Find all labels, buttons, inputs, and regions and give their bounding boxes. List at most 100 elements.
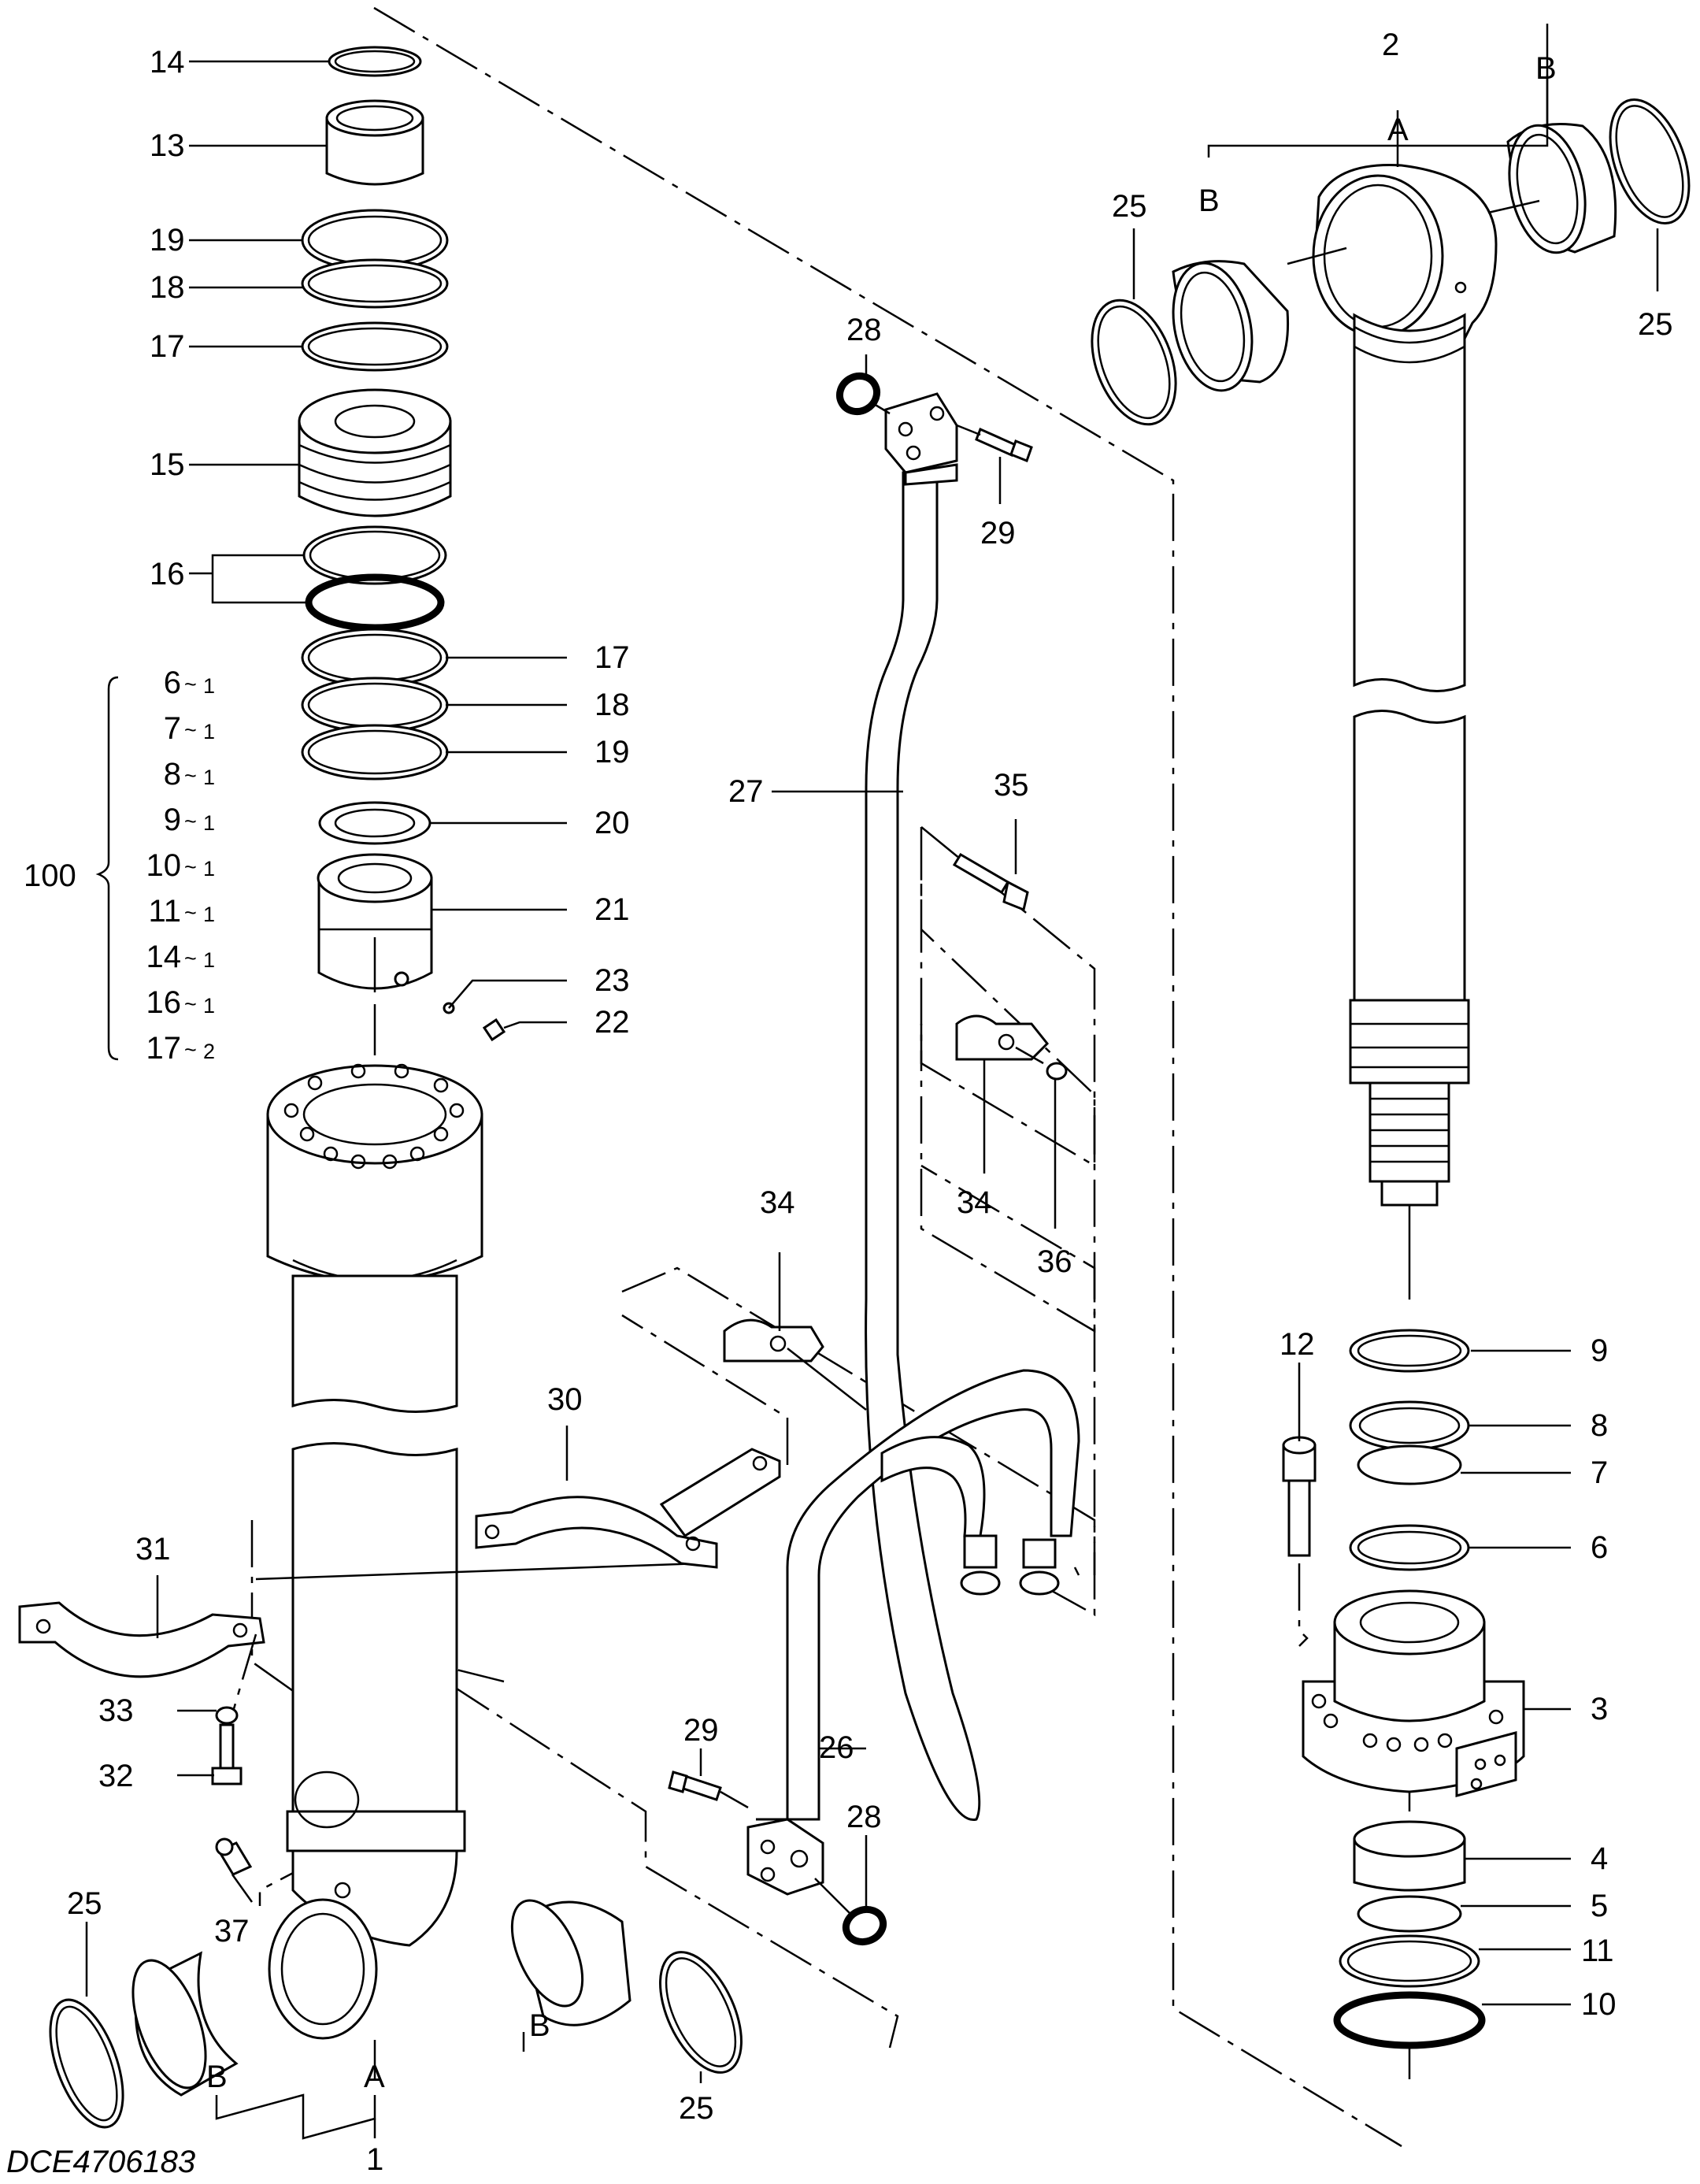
cylinder-tube-upper	[291, 1274, 458, 1413]
ring-9	[1349, 1329, 1470, 1373]
bushing-B-right	[510, 1899, 631, 2026]
guide-34-36	[1015, 1046, 1044, 1065]
rings-19-18-17-top	[301, 209, 449, 372]
kit-qty-6: 1	[203, 674, 215, 698]
callout-31: 31	[135, 1532, 171, 1567]
callout-5: 5	[1591, 1889, 1608, 1923]
callout-19-top: 19	[150, 223, 185, 258]
callout-4: 4	[1591, 1841, 1608, 1876]
clip-34-b	[723, 1318, 824, 1363]
callout-3: 3	[1591, 1692, 1608, 1726]
kit-qty-14: 1	[203, 948, 215, 972]
callout-12: 12	[1280, 1327, 1315, 1362]
piston-15	[298, 388, 452, 517]
callout-10: 10	[1581, 1987, 1617, 2022]
ring-25-rod-right	[1609, 98, 1691, 225]
label-A-bottom: A	[364, 2060, 385, 2094]
kit-part-14: 14	[146, 940, 182, 974]
callout-21: 21	[594, 892, 630, 927]
kit-qty-11: 1	[203, 903, 215, 926]
kit-qty-7: 1	[203, 720, 215, 743]
bushing-B-rod-left	[1172, 260, 1290, 392]
callout-36: 36	[1037, 1244, 1072, 1279]
drawing-code: DCE4706183	[6, 2145, 195, 2179]
callout-25-bottom-left: 25	[67, 1886, 102, 1921]
callout-8: 8	[1591, 1408, 1608, 1443]
callout-27: 27	[728, 774, 764, 809]
kit-tilde: ~	[184, 992, 197, 1016]
kit-tilde: ~	[184, 947, 197, 970]
washer-36	[1046, 1062, 1068, 1081]
bolt-12	[1282, 1436, 1317, 1557]
kit-part-11: 11	[148, 894, 181, 929]
callout-29-upper: 29	[980, 516, 1016, 551]
callout-1: 1	[366, 2142, 383, 2177]
pipe-27	[865, 471, 981, 1822]
washer-20	[318, 801, 431, 845]
ring-25-left	[49, 1998, 124, 2129]
callout-34-b: 34	[760, 1185, 795, 1220]
guide-28-lower	[814, 1878, 851, 1915]
callout-labels: 14 13 19 18 17 15 16 17 18 19 20 21 23 2…	[24, 28, 1673, 2177]
ring-7	[1357, 1444, 1462, 1485]
kit-tilde: ~	[184, 810, 197, 833]
callout-2: 2	[1382, 28, 1399, 62]
bushing-B-left	[131, 1951, 239, 2097]
kit-tilde: ~	[184, 1038, 197, 1062]
oring-28-upper	[835, 372, 881, 416]
kit-tilde: ~	[184, 764, 197, 788]
callout-15: 15	[150, 447, 185, 482]
callout-28-upper: 28	[846, 313, 882, 347]
kit-part-9: 9	[164, 803, 181, 837]
callout-100: 100	[24, 858, 76, 893]
kit-qty-16: 1	[203, 994, 215, 1018]
callout-22: 22	[594, 1005, 630, 1040]
callout-23: 23	[594, 963, 630, 998]
guide-28-upper	[869, 400, 891, 415]
callout-16: 16	[150, 557, 185, 591]
kit-part-17: 17	[146, 1031, 182, 1066]
callout-13: 13	[150, 128, 185, 163]
clamp-31	[18, 1601, 265, 1678]
callout-14: 14	[150, 45, 185, 80]
callout-17-lower: 17	[594, 640, 630, 675]
kit-tilde: ~	[184, 673, 197, 696]
callout-20: 20	[594, 806, 630, 840]
callout-19-lower: 19	[594, 735, 630, 769]
kit-100-list: 6~17~18~19~110~111~114~116~117~2	[146, 666, 216, 1066]
label-B-rod-left: B	[1198, 184, 1220, 218]
guide-29-lower	[720, 1790, 749, 1809]
callout-25-bottom-right: 25	[679, 2091, 714, 2126]
leader-lines	[85, 24, 1659, 2083]
ring-11	[1339, 1934, 1480, 1988]
rod-eye-2	[1312, 164, 1498, 692]
callout-33: 33	[98, 1693, 134, 1728]
bolt-29-lower	[668, 1771, 722, 1801]
kit-tilde: ~	[184, 855, 197, 879]
kit-qty-10: 1	[203, 857, 215, 881]
kit-part-7: 7	[164, 711, 181, 746]
clip-34-a	[955, 1014, 1050, 1061]
guide-29-upper	[956, 424, 981, 436]
bolt-29-upper	[975, 427, 1033, 462]
label-A-rod: A	[1387, 113, 1409, 147]
guide-31-30	[255, 1562, 702, 1581]
callout-28-lower: 28	[846, 1800, 882, 1834]
rod-lower	[1349, 710, 1470, 1207]
ring-14	[328, 46, 422, 77]
label-B-rod-right: B	[1535, 51, 1557, 86]
kit-qty-17: 2	[203, 1040, 215, 1063]
nut-21	[317, 853, 506, 1042]
bracket-1	[215, 2093, 376, 2140]
callout-29-lower: 29	[683, 1713, 719, 1748]
pipe-26	[756, 1369, 1080, 1821]
callout-37: 37	[214, 1914, 250, 1949]
bushing-13	[325, 99, 424, 186]
callout-26: 26	[819, 1730, 854, 1765]
ring-8	[1349, 1400, 1470, 1451]
bushing-4	[1353, 1820, 1466, 1892]
callout-35: 35	[994, 768, 1029, 803]
oring-28-lower	[842, 1905, 887, 1946]
kit-qty-9: 1	[203, 811, 215, 835]
